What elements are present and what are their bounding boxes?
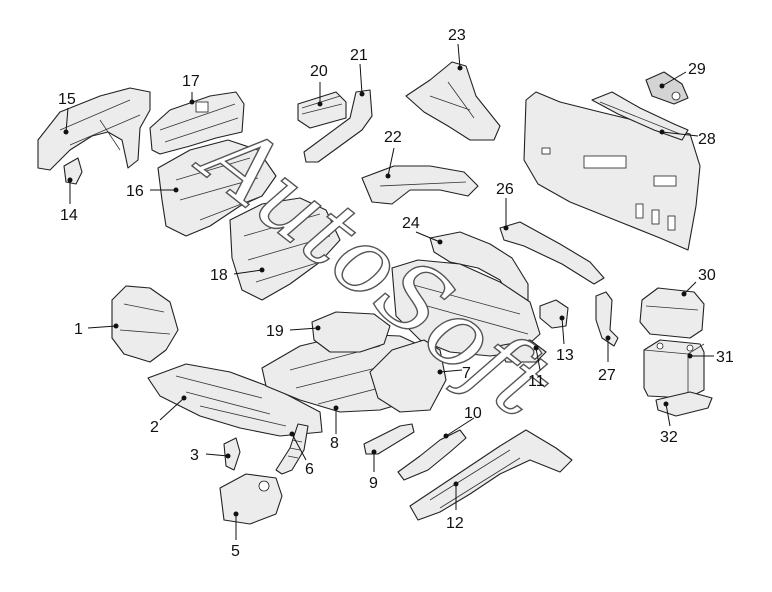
callout-10: 10: [464, 405, 482, 422]
callout-2: 2: [150, 419, 159, 436]
part-3-small-bracket: [223, 437, 241, 471]
callout-27: 27: [598, 367, 616, 384]
part-19-crossmember: [311, 311, 391, 353]
callout-30: 30: [698, 267, 716, 284]
callout-21: 21: [350, 47, 368, 64]
part-10-brace: [397, 429, 467, 481]
callout-18: 18: [210, 267, 228, 284]
part-11-bracket: [497, 339, 547, 363]
callout-31: 31: [716, 349, 734, 366]
callout-15: 15: [58, 91, 76, 108]
part-rear-side-panel: [369, 339, 447, 413]
part-17-cowl-panel: [149, 91, 245, 155]
part-15-fender-apron: [37, 87, 151, 171]
part-29-latch: [645, 71, 689, 105]
part-9-bracket: [363, 423, 415, 455]
part-31-battery: [643, 339, 705, 399]
part-32-battery-bracket: [655, 391, 713, 417]
part-22-tunnel: [361, 165, 479, 205]
leader-lines: [63, 43, 714, 540]
part-rear-panel: [523, 91, 701, 251]
callout-22: 22: [384, 129, 402, 146]
part-21-reinforcement: [303, 89, 373, 163]
callout-11: 11: [528, 373, 545, 390]
callout-24: 24: [402, 215, 420, 232]
callout-26: 26: [496, 181, 514, 198]
part-6-support: [275, 423, 309, 475]
callout-23: 23: [448, 27, 466, 44]
callout-8: 8: [330, 435, 339, 452]
callout-6: 6: [305, 461, 314, 478]
part-13-bracket: [539, 299, 569, 329]
part-14-bracket: [63, 157, 83, 185]
part-18-front-floor: [229, 197, 341, 301]
callout-19: 19: [266, 323, 284, 340]
callout-28: 28: [698, 131, 716, 148]
callout-7: 7: [462, 365, 471, 382]
callout-numbers: 1 2 3 5 6 8 9 10 12 14 15 16 17 18 19 20…: [58, 27, 734, 560]
part-5-bracket-box: [219, 473, 283, 525]
callout-3: 3: [190, 447, 199, 464]
callout-14: 14: [60, 207, 78, 224]
part-20-pad: [297, 91, 347, 129]
part-2-floor-pan: [147, 363, 323, 437]
callout-29: 29: [688, 61, 706, 78]
callout-17: 17: [182, 73, 200, 90]
callout-13: 13: [556, 347, 574, 364]
part-27-bracket: [595, 291, 619, 347]
part-30-battery-cover: [639, 287, 705, 339]
part-16-dash-panel: [157, 139, 277, 237]
callout-20: 20: [310, 63, 328, 80]
callout-9: 9: [369, 475, 378, 492]
part-26-rail: [499, 221, 605, 285]
callout-32: 32: [660, 429, 678, 446]
callout-12: 12: [446, 515, 464, 532]
callout-5: 5: [231, 543, 240, 560]
part-1-cover: [111, 285, 179, 363]
part-23-side-bracket: [405, 61, 501, 141]
part-28-cross-bar: [591, 91, 689, 141]
callout-16: 16: [126, 183, 144, 200]
part-12-rear-frame-rail: [409, 429, 573, 521]
callout-1: 1: [74, 321, 83, 338]
